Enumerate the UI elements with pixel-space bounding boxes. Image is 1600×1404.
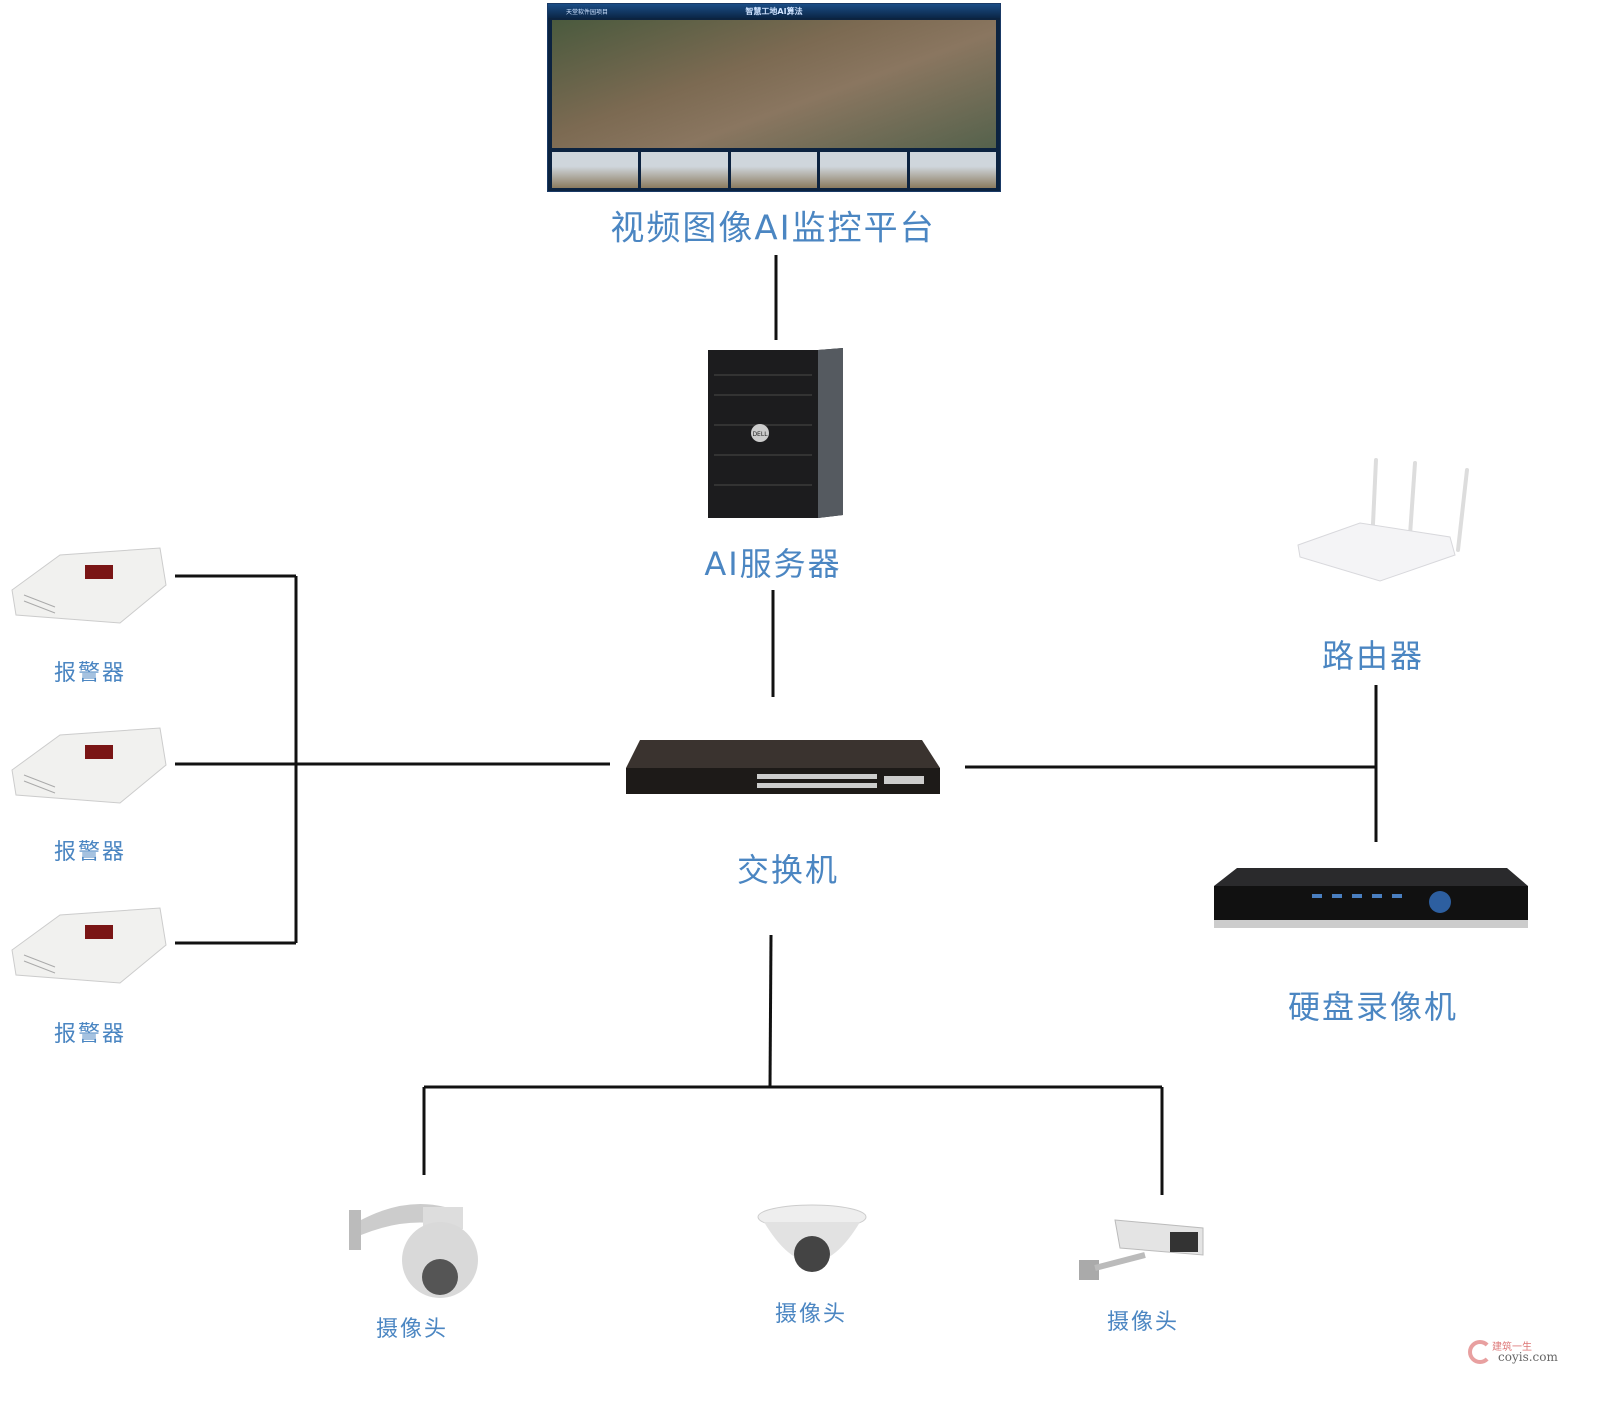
platform-screenshot: 天堂软件园项目 智慧工地AI算法 — [547, 3, 1001, 192]
site-aerial-map — [552, 20, 996, 148]
watermark-en: coyis.com — [1498, 1350, 1558, 1364]
router-label: 路由器 — [1321, 637, 1425, 675]
server-label: AI服务器 — [704, 545, 842, 583]
screen-project: 天堂软件园项目 — [566, 9, 609, 16]
dome-camera-icon — [757, 1204, 867, 1272]
ptz-camera-icon — [349, 1203, 478, 1298]
camera-label-2: 摄像头 — [774, 1302, 848, 1327]
switch-icon — [626, 740, 940, 794]
switch-label: 交换机 — [736, 851, 840, 889]
router-icon — [1297, 458, 1469, 582]
camera-thumbnails — [552, 152, 997, 188]
server-brand: DELL — [752, 431, 768, 438]
bullet-camera-icon — [1079, 1219, 1204, 1280]
alarm-label-3: 报警器 — [53, 1022, 127, 1047]
alarm-icon — [11, 547, 167, 624]
dvr-label: 硬盘录像机 — [1287, 988, 1459, 1026]
alarm-label-1: 报警器 — [53, 661, 127, 686]
server-icon: DELL — [708, 348, 843, 518]
watermark-cn: 建筑一生 — [1492, 1342, 1532, 1353]
platform-label: 视频图像AI监控平台 — [610, 208, 936, 249]
alarm-label-2: 报警器 — [53, 840, 127, 865]
screen-title: 智慧工地AI算法 — [745, 7, 803, 16]
camera-label-1: 摄像头 — [375, 1317, 449, 1342]
watermark-c-icon — [1468, 1340, 1492, 1364]
dvr-icon — [1214, 868, 1528, 928]
camera-label-3: 摄像头 — [1106, 1310, 1180, 1335]
line-switch-cameras — [768, 934, 773, 1088]
alarm-icon — [11, 727, 167, 804]
alarm-icon — [11, 907, 167, 984]
